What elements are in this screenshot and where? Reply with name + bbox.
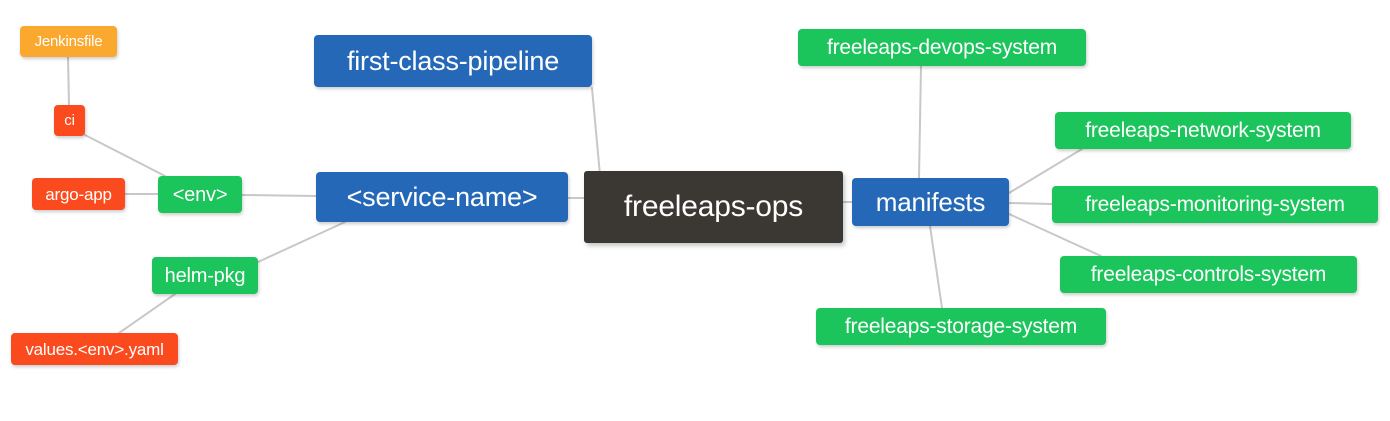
edge-ci-to-jenkins	[67, 56, 70, 106]
node-controls[interactable]: freeleaps-controls-system	[1060, 256, 1357, 293]
edge-helm-to-values	[118, 293, 176, 334]
node-argo[interactable]: argo-app	[32, 178, 125, 210]
node-devops[interactable]: freeleaps-devops-system	[798, 29, 1086, 66]
edge-env-to-ci	[84, 134, 166, 177]
node-svc[interactable]: <service-name>	[316, 172, 568, 222]
node-manifests[interactable]: manifests	[852, 178, 1009, 226]
edge-svc-to-env	[241, 194, 317, 197]
node-ci[interactable]: ci	[54, 105, 85, 136]
node-helm[interactable]: helm-pkg	[152, 257, 258, 294]
node-monitoring[interactable]: freeleaps-monitoring-system	[1052, 186, 1378, 223]
node-storage[interactable]: freeleaps-storage-system	[816, 308, 1106, 345]
node-network[interactable]: freeleaps-network-system	[1055, 112, 1351, 149]
edge-manifests-to-devops	[918, 65, 922, 179]
edge-manifests-to-storage	[929, 225, 943, 309]
node-root[interactable]: freeleaps-ops	[584, 171, 843, 243]
edge-svc-to-helm	[257, 221, 346, 263]
node-values[interactable]: values.<env>.yaml	[11, 333, 178, 365]
node-fcp[interactable]: first-class-pipeline	[314, 35, 592, 87]
edge-root-to-fcp	[591, 87, 601, 176]
node-jenkins[interactable]: Jenkinsfile	[20, 26, 117, 57]
node-env[interactable]: <env>	[158, 176, 242, 213]
edge-manifests-to-monitoring	[1008, 202, 1053, 205]
